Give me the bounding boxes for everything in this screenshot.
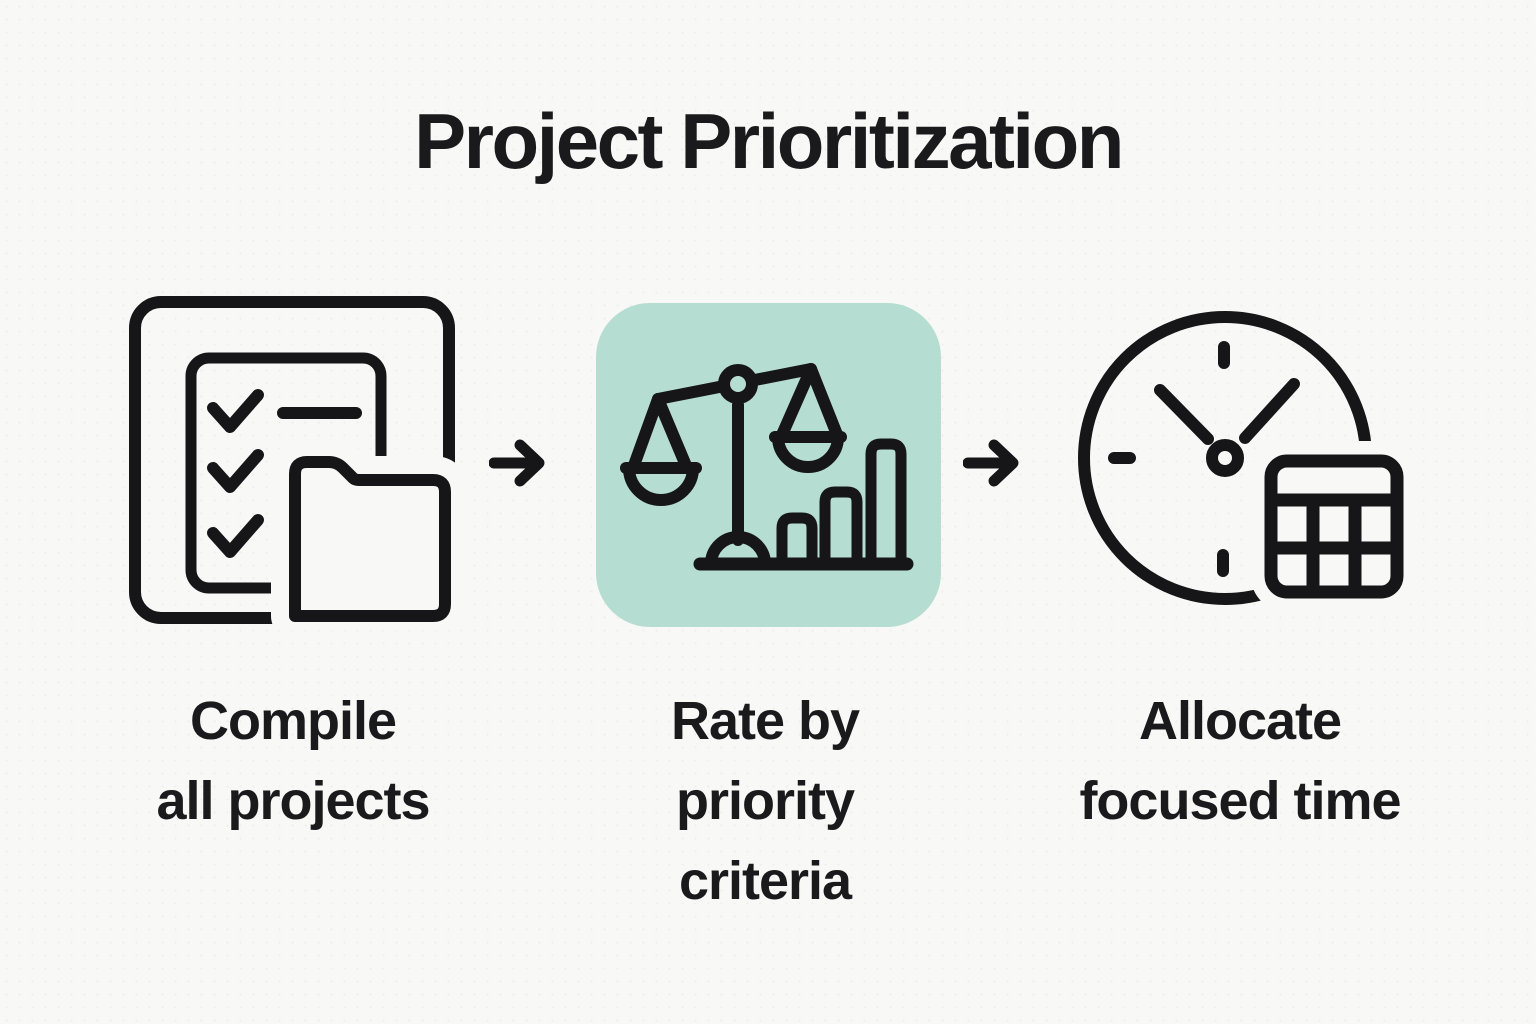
- page-title: Project Prioritization: [414, 97, 1124, 185]
- step-compile-label: Compile all projects: [156, 691, 430, 831]
- step-allocate-icon-tile: [1065, 300, 1425, 630]
- step-rate-label: Rate by priority criteria: [670, 691, 860, 911]
- balance-scale-bar-chart-icon: [596, 303, 941, 627]
- step-rate-icon-tile: [596, 303, 941, 627]
- arrow-right-icon: [963, 439, 1019, 487]
- checklist-folder-icon: [129, 296, 469, 640]
- clock-calculator-icon: [1078, 311, 1417, 612]
- step-compile-icon-tile: [125, 290, 469, 640]
- arrow-right-icon: [489, 439, 545, 487]
- step-allocate-label: Allocate focused time: [1079, 691, 1401, 831]
